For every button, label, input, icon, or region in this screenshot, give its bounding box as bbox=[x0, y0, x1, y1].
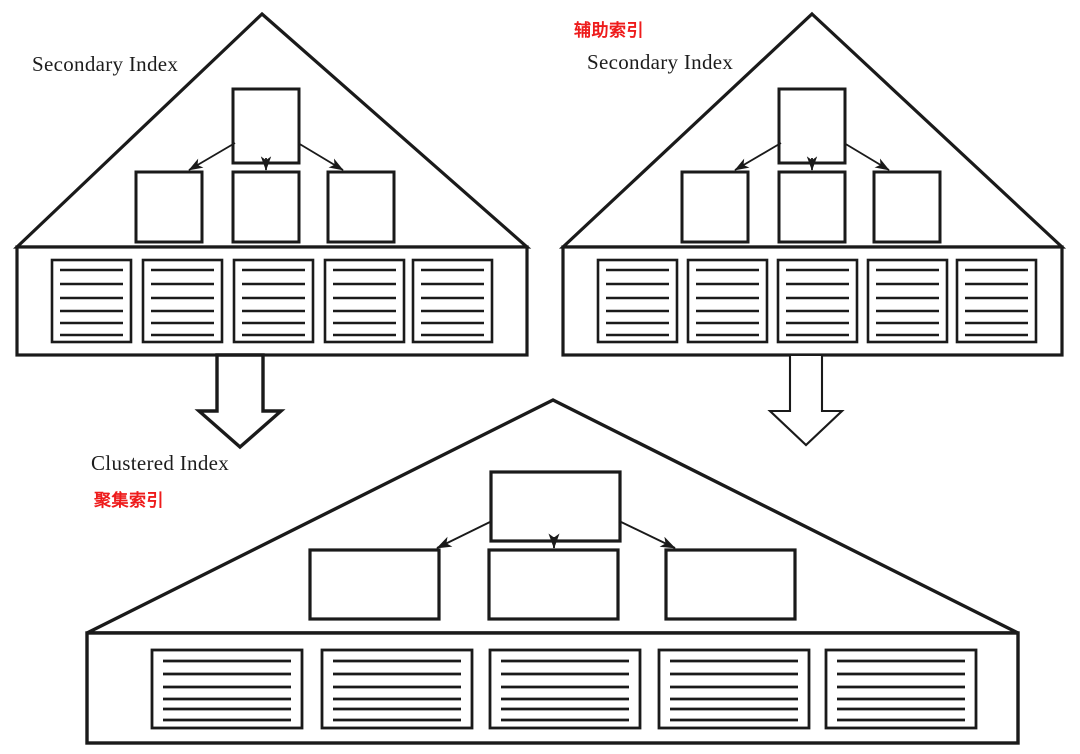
data-page bbox=[323, 258, 406, 344]
data-page bbox=[776, 258, 859, 344]
data-page bbox=[657, 648, 811, 730]
label-clustered-index: Clustered Index bbox=[91, 451, 230, 475]
data-page bbox=[141, 258, 224, 344]
btree-leaf-node-clustered-3 bbox=[664, 548, 797, 621]
btree-leaf-node-right-1 bbox=[680, 170, 750, 244]
btree-arrow-left-3 bbox=[297, 142, 344, 171]
data-page bbox=[686, 258, 769, 344]
btree-leaf-node-left-2 bbox=[231, 170, 301, 244]
secondary-index-left-structure bbox=[12, 11, 532, 357]
btree-arrow-clustered-1 bbox=[436, 520, 493, 549]
data-page bbox=[411, 258, 494, 344]
data-pages-clustered bbox=[150, 648, 978, 730]
clustered-index-structure bbox=[85, 398, 1020, 745]
label-secondary-index-left: Secondary Index bbox=[32, 52, 179, 76]
btree-arrow-left-1 bbox=[188, 142, 236, 171]
btree-root-node-right bbox=[777, 87, 847, 165]
data-pages-right bbox=[596, 258, 1038, 344]
label-clustered-index-cn: 聚集索引 bbox=[94, 491, 164, 511]
data-page bbox=[488, 648, 642, 730]
btree-leaf-node-left-3 bbox=[326, 170, 396, 244]
btree-leaf-node-clustered-2 bbox=[487, 548, 620, 621]
data-page bbox=[150, 648, 304, 730]
data-page bbox=[232, 258, 315, 344]
btree-arrow-clustered-3 bbox=[618, 520, 676, 549]
data-page bbox=[824, 648, 978, 730]
data-page bbox=[50, 258, 133, 344]
secondary-index-right-structure bbox=[558, 11, 1067, 357]
label-secondary-index-right: Secondary Index bbox=[587, 50, 734, 74]
data-page bbox=[955, 258, 1038, 344]
btree-leaf-node-right-2 bbox=[777, 170, 847, 244]
label-secondary-index-cn: 辅助索引 bbox=[574, 21, 644, 41]
data-pages-left bbox=[50, 258, 494, 344]
btree-leaf-node-clustered-1 bbox=[308, 548, 441, 621]
btree-root-node-left bbox=[231, 87, 301, 165]
btree-arrow-right-1 bbox=[734, 142, 782, 171]
btree-leaf-node-left-1 bbox=[134, 170, 204, 244]
data-page bbox=[596, 258, 679, 344]
data-page bbox=[866, 258, 949, 344]
btree-root-node-clustered bbox=[489, 470, 622, 543]
btree-leaf-node-right-3 bbox=[872, 170, 942, 244]
connector-arrow-right bbox=[767, 353, 845, 447]
btree-arrow-right-3 bbox=[843, 142, 890, 171]
connector-arrow-left bbox=[194, 353, 286, 450]
data-page bbox=[320, 648, 474, 730]
